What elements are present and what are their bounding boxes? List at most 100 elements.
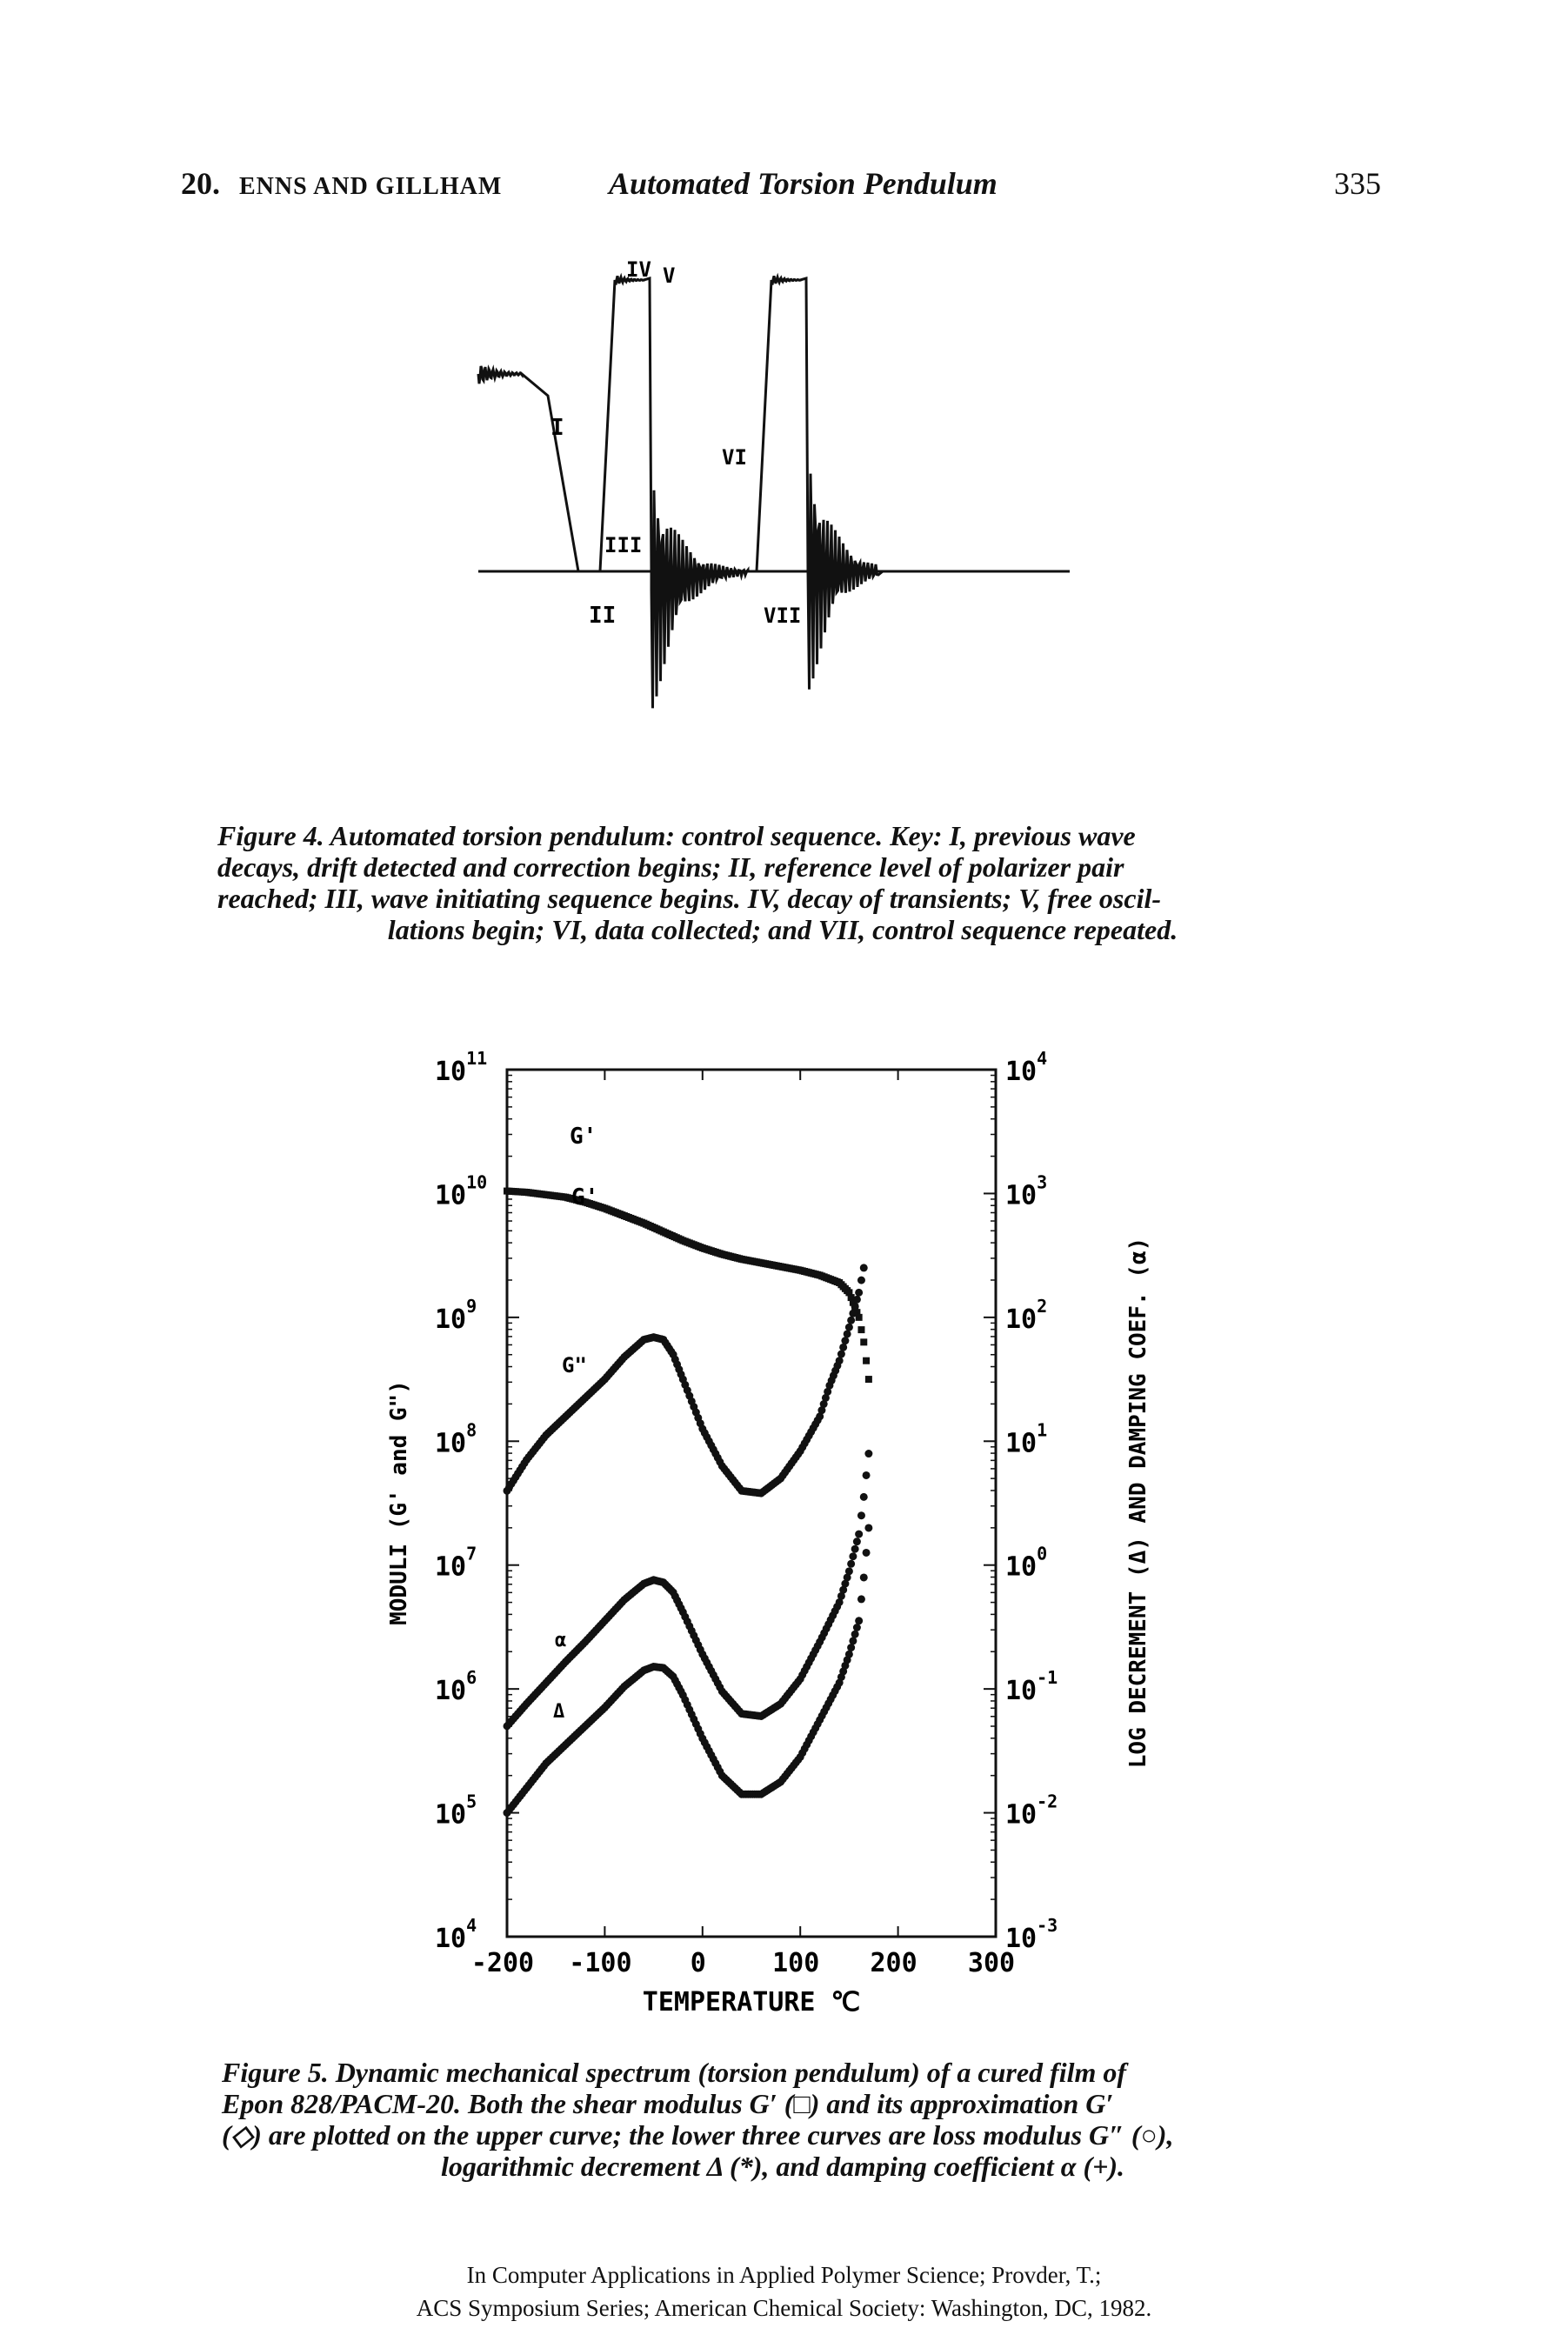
data-point bbox=[853, 1309, 861, 1317]
x-tick-label: -100 bbox=[569, 1948, 631, 1978]
data-point bbox=[849, 1552, 857, 1561]
data-point bbox=[847, 1559, 856, 1568]
label-ii: II bbox=[589, 603, 616, 629]
data-point bbox=[855, 1313, 863, 1321]
data-point bbox=[859, 1492, 868, 1501]
figure4-caption: Figure 4. Automated torsion pendulum: co… bbox=[217, 820, 1348, 945]
y-right-tick-label: 100 bbox=[1005, 1544, 1047, 1583]
data-point bbox=[852, 1623, 861, 1631]
data-point bbox=[817, 1406, 826, 1415]
label-v: V bbox=[663, 263, 675, 288]
data-point bbox=[860, 1338, 868, 1346]
data-point bbox=[863, 1357, 871, 1364]
curve-label-alpha: α bbox=[555, 1630, 566, 1651]
data-point bbox=[843, 1330, 851, 1338]
data-point bbox=[859, 1264, 868, 1272]
chapter-authors: ENNS AND GILLHAM bbox=[239, 173, 503, 200]
x-tick-label: 0 bbox=[691, 1948, 706, 1978]
data-point bbox=[864, 1450, 873, 1458]
y-right-tick-label: 10-1 bbox=[1005, 1667, 1058, 1706]
data-point bbox=[839, 1585, 848, 1594]
data-point bbox=[851, 1544, 859, 1553]
figure4-caption-line: Figure 4. Automated torsion pendulum: co… bbox=[217, 820, 1136, 851]
data-point bbox=[824, 1387, 832, 1396]
figure5-caption: Figure 5. Dynamic mechanical spectrum (t… bbox=[222, 2057, 1344, 2182]
data-point bbox=[837, 1591, 845, 1600]
data-point bbox=[862, 1471, 871, 1479]
y-left-tick-label: 105 bbox=[435, 1791, 477, 1831]
y-right-tick-label: 102 bbox=[1005, 1296, 1047, 1335]
data-point bbox=[857, 1595, 865, 1604]
figure4-caption-line: lations begin; VI, data collected; and V… bbox=[387, 914, 1178, 945]
data-point bbox=[864, 1524, 873, 1532]
data-point bbox=[849, 1637, 857, 1645]
data-point bbox=[843, 1573, 851, 1582]
curve-label-delta: Δ bbox=[553, 1701, 564, 1723]
data-point bbox=[859, 1573, 868, 1582]
pendulum-trace bbox=[477, 272, 884, 709]
data-point bbox=[844, 1323, 853, 1331]
data-point bbox=[835, 1598, 844, 1606]
data-point bbox=[857, 1276, 865, 1284]
figure4-caption-line: reached; III, wave initiating sequence b… bbox=[217, 883, 1162, 914]
series-circle bbox=[503, 1264, 868, 1498]
data-point bbox=[864, 1376, 872, 1384]
data-point bbox=[849, 1309, 857, 1317]
y-right-tick-label: 101 bbox=[1005, 1419, 1047, 1458]
figure4-caption-line: decays, drift detected and correction be… bbox=[217, 851, 1124, 883]
x-axis-title: TEMPERATURE ℃ bbox=[643, 1987, 860, 2018]
plot-frame bbox=[505, 1068, 998, 1938]
series-asterisk bbox=[503, 1524, 873, 1818]
y-left-tick-label: 1010 bbox=[435, 1171, 487, 1211]
data-series bbox=[503, 1187, 873, 1818]
data-point bbox=[844, 1650, 853, 1658]
data-point bbox=[841, 1579, 850, 1588]
data-point bbox=[851, 1302, 859, 1311]
x-tick-label: 300 bbox=[968, 1948, 1015, 1978]
series-square bbox=[504, 1187, 872, 1384]
figure4-diagram: I II III IV V VI VII bbox=[477, 257, 1070, 709]
y-right-tick-label: 10-2 bbox=[1005, 1791, 1058, 1831]
y-right-tick-labels: 10-3 10-2 10-1 100 101 102 103 104 bbox=[1005, 1048, 1058, 1954]
y-right-tick-label: 103 bbox=[1005, 1171, 1047, 1211]
y-right-axis-title: LOG DECREMENT (Δ) AND DAMPING COEF. (α) bbox=[1125, 1237, 1151, 1768]
data-point bbox=[816, 1412, 824, 1421]
figure5-caption-line: logarithmic decrement Δ (*), and damping… bbox=[441, 2151, 1124, 2182]
y-left-tick-label: 1011 bbox=[435, 1048, 487, 1087]
label-iv: IV bbox=[626, 257, 651, 282]
data-point bbox=[839, 1343, 848, 1351]
data-point bbox=[849, 1298, 857, 1306]
data-point bbox=[837, 1350, 845, 1358]
data-point bbox=[862, 1548, 871, 1557]
data-point bbox=[821, 1393, 830, 1402]
y-right-tick-label: 10-3 bbox=[1005, 1915, 1058, 1954]
label-i: I bbox=[550, 415, 564, 441]
data-point bbox=[847, 1294, 855, 1302]
data-point bbox=[857, 1326, 865, 1334]
y-left-tick-label: 106 bbox=[435, 1667, 477, 1706]
curve-label-gdoubleprime: G" bbox=[562, 1353, 587, 1377]
y-left-axis-title: MODULI (G' and G") bbox=[386, 1380, 412, 1625]
data-point bbox=[855, 1617, 864, 1625]
chapter-number: 20. bbox=[181, 166, 220, 201]
data-point bbox=[852, 1538, 861, 1546]
running-header-left: 20. ENNS AND GILLHAM bbox=[181, 165, 502, 202]
series-plus bbox=[503, 1450, 873, 1731]
data-point bbox=[857, 1511, 865, 1520]
figure5-caption-line: Figure 5. Dynamic mechanical spectrum (t… bbox=[222, 2057, 1127, 2088]
y-right-tick-label: 104 bbox=[1005, 1048, 1047, 1087]
curve-label-gprime-2: G' bbox=[571, 1184, 598, 1211]
label-iii: III bbox=[604, 533, 642, 557]
data-point bbox=[819, 1400, 828, 1409]
data-point bbox=[855, 1530, 864, 1538]
x-tick-label: 200 bbox=[871, 1948, 917, 1978]
data-point bbox=[835, 1357, 844, 1365]
running-title: Automated Torsion Pendulum bbox=[609, 166, 998, 201]
data-point bbox=[851, 1630, 859, 1638]
x-tick-label: 100 bbox=[772, 1948, 819, 1978]
curve-label-gprime-1: G' bbox=[570, 1124, 597, 1150]
data-point bbox=[841, 1337, 850, 1345]
